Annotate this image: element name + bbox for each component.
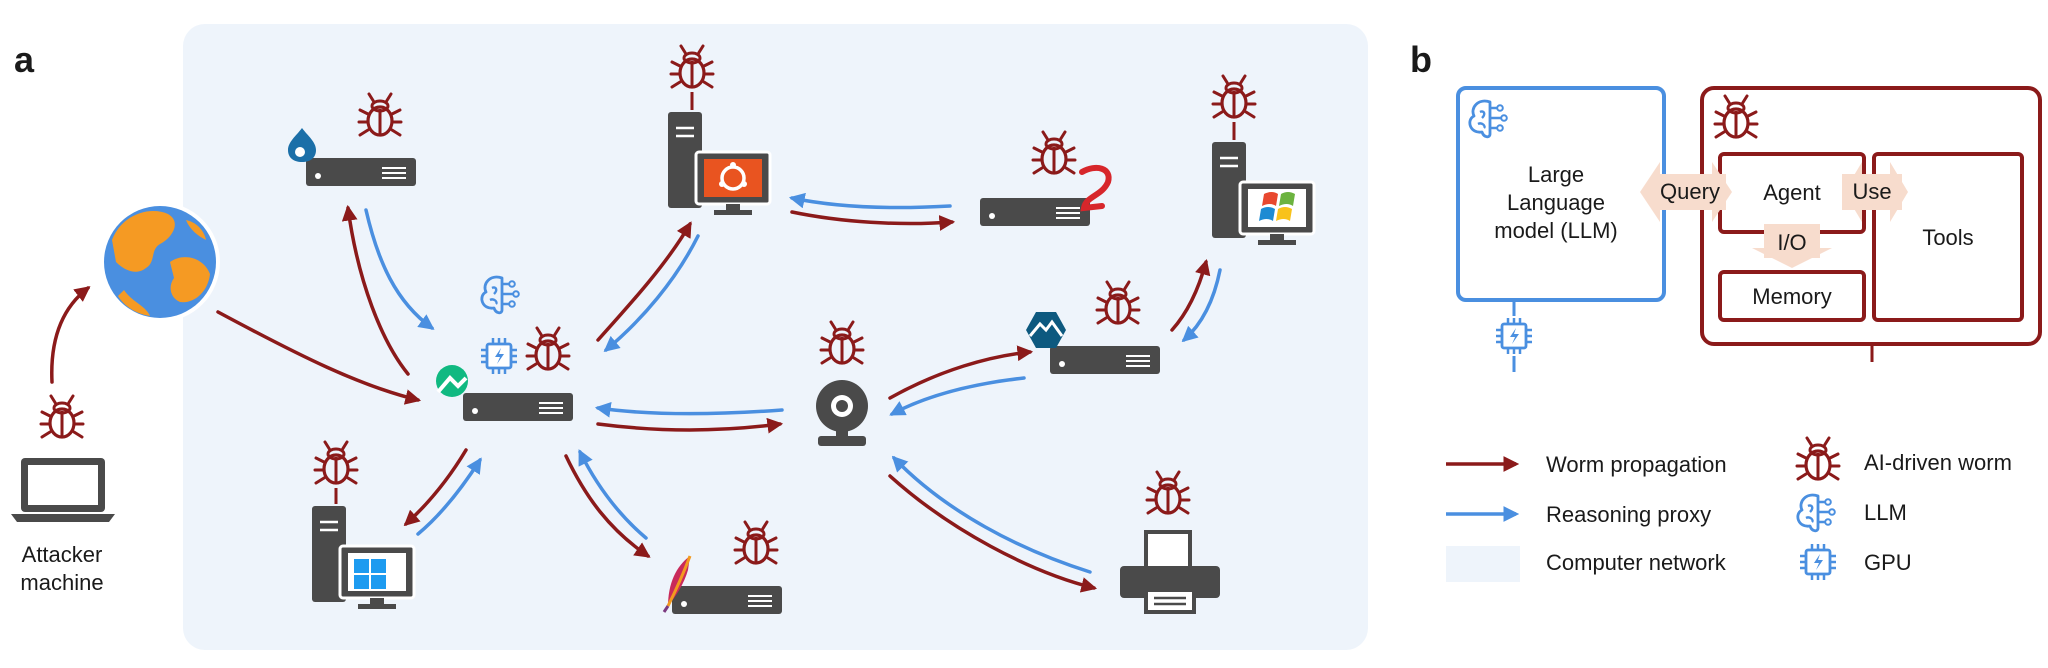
arrow-globe-to-central <box>216 310 422 405</box>
memory-label: Memory <box>1752 284 1831 309</box>
arrow-alpine-to-webcam <box>889 376 1026 416</box>
arrow-attacker-to-globe <box>50 286 91 384</box>
arrow-apache-to-central <box>578 449 648 540</box>
server-apache <box>671 585 783 615</box>
legend-gpu-icon <box>1798 542 1838 582</box>
arrow-windows-to-central <box>416 457 482 536</box>
gpu-icon-b <box>1494 316 1534 356</box>
alpine-icon <box>1026 312 1066 348</box>
ubuntu-icon <box>704 159 762 197</box>
legend-computer-network: Computer network <box>1546 550 1727 575</box>
arrow-central-to-ubuntu <box>596 221 692 342</box>
arrow-central-to-apache <box>564 454 651 558</box>
arrow-central-to-windows <box>403 448 468 527</box>
arrow-alpine-to-windows-xp <box>1170 258 1211 332</box>
arrow-webcam-to-central <box>594 401 784 418</box>
server-alpine <box>1049 345 1161 375</box>
legend-llm: LLM <box>1864 500 1907 525</box>
arrows-panel-a <box>50 192 1222 593</box>
legend-bug-icon <box>1795 436 1841 481</box>
arrow-ubuntu-to-redmine <box>790 210 956 231</box>
windows-icon <box>354 559 386 589</box>
llm-label-1: Large <box>1528 162 1584 187</box>
arrow-central-to-webcam <box>596 417 784 434</box>
legend-network-swatch <box>1446 546 1520 582</box>
io-label: I/O <box>1777 230 1806 255</box>
panel-b-letter: b <box>1410 39 1432 80</box>
redmine-icon <box>1079 164 1112 212</box>
tools-box <box>1872 152 2024 322</box>
arrow-windows-xp-to-alpine <box>1181 268 1222 343</box>
legend-reasoning-proxy: Reasoning proxy <box>1546 502 1711 527</box>
legend-llm-icon <box>1796 493 1837 533</box>
apache-feather-icon <box>662 555 692 613</box>
panel-a-letter: a <box>14 39 35 80</box>
legend-ai-worm: AI-driven worm <box>1864 450 2012 475</box>
memory-box <box>1718 270 1866 322</box>
webcam-icon <box>816 380 868 446</box>
arrow-webcam-to-alpine <box>888 345 1034 400</box>
arrow-printer-to-webcam <box>891 455 1092 574</box>
agent-label: Agent <box>1763 180 1821 205</box>
bug-icon-attacker <box>39 394 85 439</box>
attacker-laptop-icon <box>11 458 115 522</box>
server-redmine <box>979 197 1091 227</box>
server-drupal <box>305 157 417 187</box>
arrow-central-to-drupal <box>341 204 410 376</box>
attacker-label-1: Attacker <box>22 542 103 567</box>
arrow-drupal-to-central <box>364 208 435 330</box>
use-label: Use <box>1852 179 1891 204</box>
drupal-icon <box>288 128 316 162</box>
arrow-ubuntu-to-central <box>603 234 700 353</box>
llm-label-2: Language <box>1507 190 1605 215</box>
legend-worm-propagation: Worm propagation <box>1546 452 1727 477</box>
llm-label-3: model (LLM) <box>1494 218 1617 243</box>
arrow-redmine-to-ubuntu <box>788 192 952 210</box>
computer-network-region <box>183 24 1368 650</box>
globe-icon <box>100 202 220 322</box>
attacker-label-2: machine <box>20 570 103 595</box>
arrow-webcam-to-printer <box>888 474 1098 593</box>
windows-xp-icon <box>1259 192 1295 221</box>
printer-icon <box>1120 530 1220 614</box>
tools-label: Tools <box>1922 225 1973 250</box>
server-central <box>462 392 574 422</box>
legend-gpu: GPU <box>1864 550 1912 575</box>
rocky-linux-icon <box>436 365 468 397</box>
query-label: Query <box>1660 179 1720 204</box>
